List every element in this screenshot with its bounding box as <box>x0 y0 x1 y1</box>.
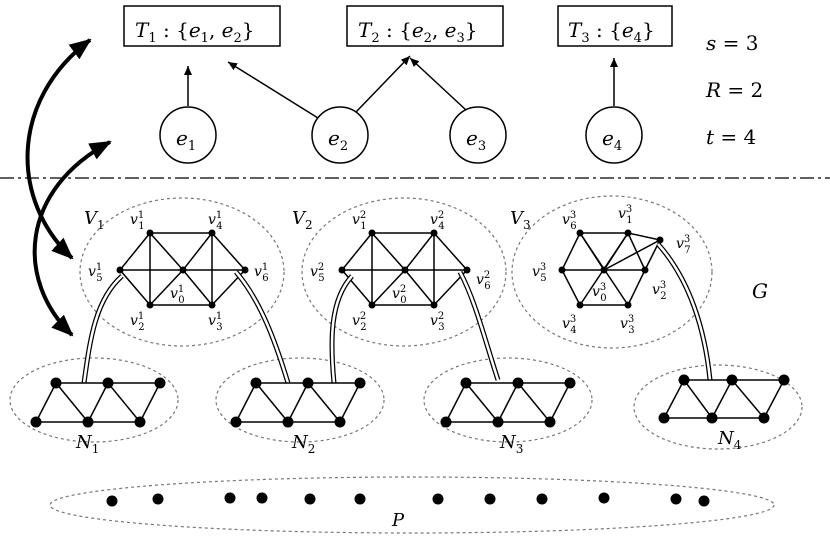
network-n1: N1 <box>30 377 166 456</box>
svg-text:e3: e3 <box>466 126 486 154</box>
element-e1: e1 <box>159 106 217 164</box>
svg-text:v30: v30 <box>592 282 607 304</box>
svg-text:v34: v34 <box>562 314 577 336</box>
svg-text:V2: V2 <box>292 208 313 232</box>
cluster-outlines <box>9 195 803 534</box>
svg-text:v31: v31 <box>618 204 633 226</box>
svg-text:v14: v14 <box>208 210 223 232</box>
svg-text:v22: v22 <box>352 311 367 333</box>
svg-text:v32: v32 <box>652 280 667 302</box>
svg-text:t = 4: t = 4 <box>706 125 756 149</box>
svg-text:N2: N2 <box>291 432 315 456</box>
network-n2: N2 <box>230 377 366 456</box>
svg-text:T3 : {e4}: T3 : {e4} <box>568 18 655 46</box>
svg-text:v20: v20 <box>392 284 407 306</box>
svg-text:V3: V3 <box>510 208 531 232</box>
set-box-t3: T3 : {e4} <box>557 5 673 47</box>
cluster-connectors <box>81 242 713 384</box>
svg-text:P: P <box>391 510 405 531</box>
svg-text:v35: v35 <box>532 262 547 284</box>
parameters: s = 3 R = 2 t = 4 <box>705 31 763 149</box>
membership-arrows <box>184 55 618 119</box>
svg-text:T2 : {e2, e3}: T2 : {e2, e3} <box>358 18 478 46</box>
element-e4: e4 <box>585 106 643 164</box>
graph-label: G <box>752 279 768 303</box>
svg-text:N1: N1 <box>75 432 99 456</box>
svg-text:v25: v25 <box>310 262 325 284</box>
svg-text:T1 : {e1, e2}: T1 : {e1, e2} <box>135 18 255 46</box>
svg-text:v37: v37 <box>676 234 691 256</box>
svg-text:R = 2: R = 2 <box>705 78 763 102</box>
svg-text:v23: v23 <box>430 311 445 333</box>
svg-text:s = 3: s = 3 <box>706 31 758 55</box>
svg-text:v24: v24 <box>430 210 445 232</box>
svg-text:e4: e4 <box>602 126 622 154</box>
svg-text:v12: v12 <box>130 311 145 333</box>
element-e3: e3 <box>449 106 507 164</box>
svg-text:v15: v15 <box>88 262 103 284</box>
svg-text:e2: e2 <box>328 126 348 154</box>
svg-text:N3: N3 <box>499 432 523 456</box>
pool-p: P <box>106 492 710 531</box>
svg-text:v13: v13 <box>208 311 223 333</box>
svg-text:N4: N4 <box>717 428 742 452</box>
svg-text:V1: V1 <box>84 208 105 232</box>
svg-text:v11: v11 <box>130 210 145 232</box>
svg-text:e1: e1 <box>176 126 196 154</box>
svg-text:v26: v26 <box>476 270 491 292</box>
svg-text:v36: v36 <box>562 210 577 232</box>
element-e2: e2 <box>311 106 369 164</box>
svg-text:v10: v10 <box>170 284 185 306</box>
network-n3: N3 <box>440 377 576 456</box>
correspondence-arrows <box>25 38 112 337</box>
svg-text:v33: v33 <box>620 314 635 336</box>
set-box-t2: T2 : {e2, e3} <box>346 5 504 47</box>
set-box-t1: T1 : {e1, e2} <box>123 5 281 47</box>
svg-text:v16: v16 <box>254 262 269 284</box>
svg-text:v21: v21 <box>352 210 367 232</box>
